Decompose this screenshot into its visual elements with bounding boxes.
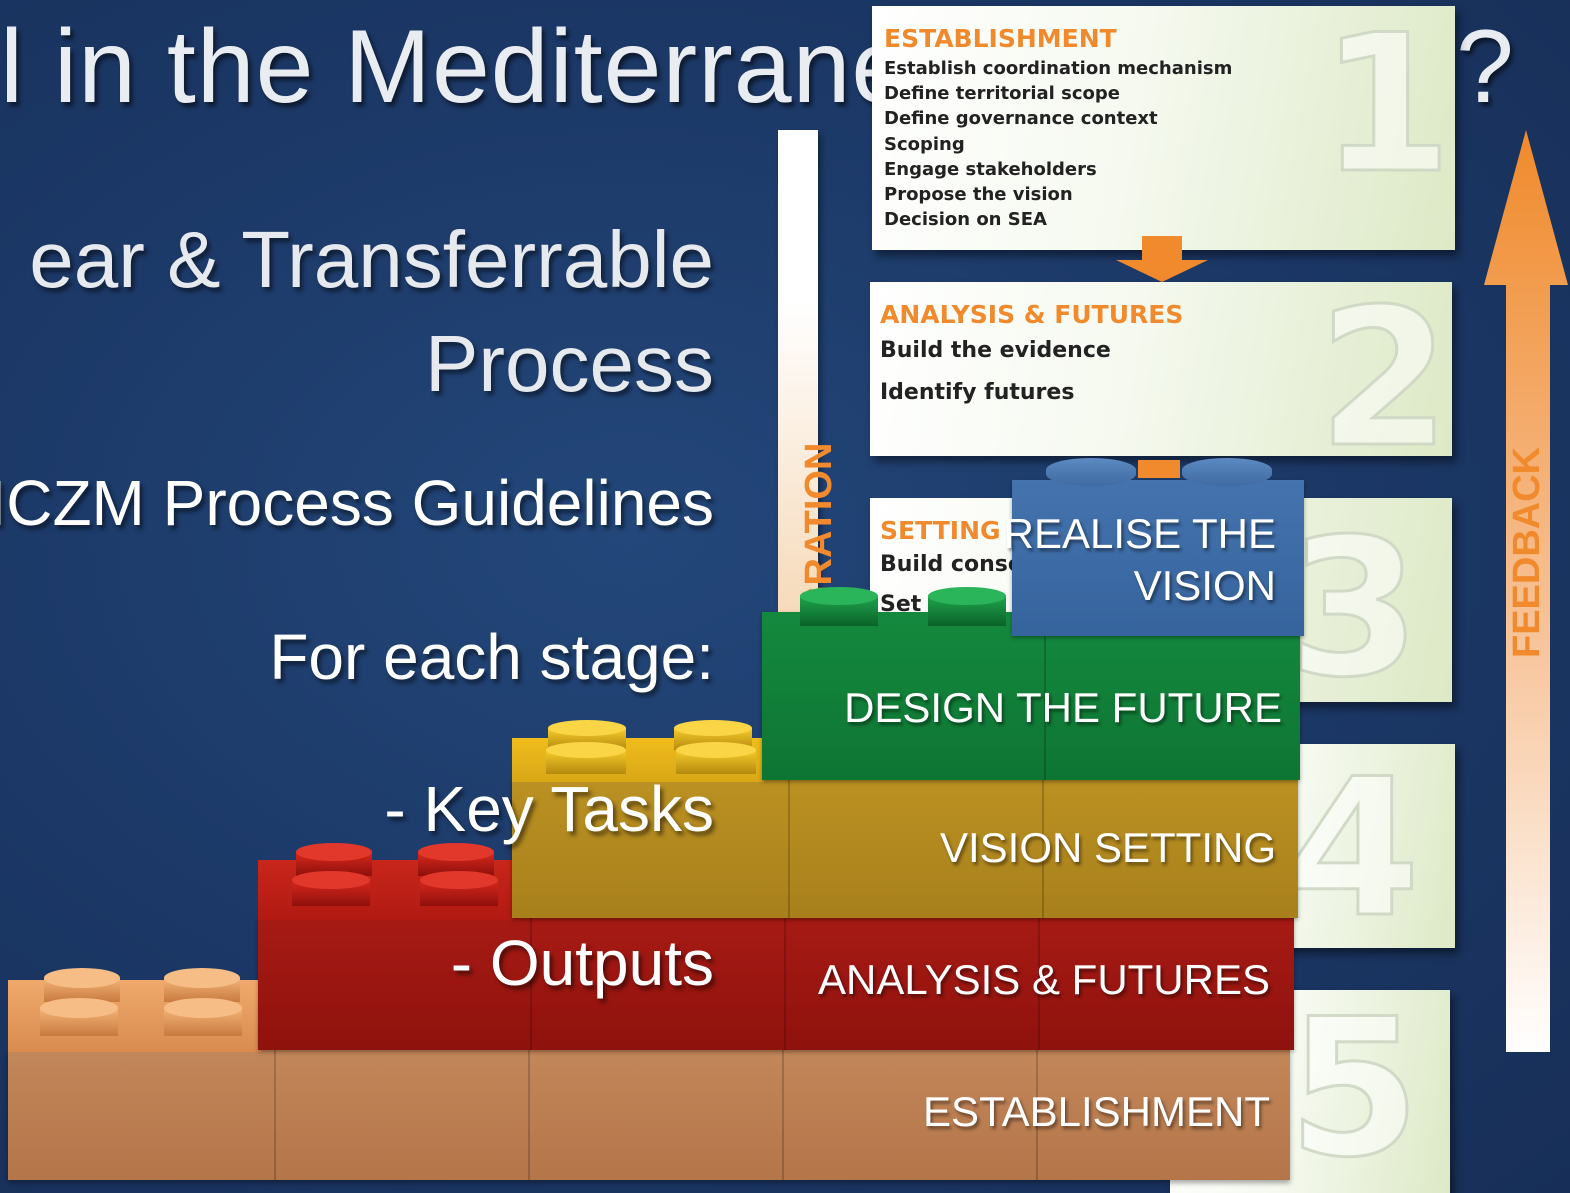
stage-number-4: 4 xyxy=(1286,744,1421,948)
down-arrow-icon xyxy=(1116,236,1208,282)
up-arrow-icon xyxy=(1484,130,1568,1052)
card-title: ANALYSIS & FUTURES xyxy=(880,300,1184,329)
brick-label: ESTABLISHMENT xyxy=(923,1088,1270,1135)
card-title: SETTING T xyxy=(880,516,1027,545)
card-item: Decision on SEA xyxy=(884,209,1047,231)
integration-bar: GRATION xyxy=(778,130,840,620)
subtitle-line-1: ear & Transferrable xyxy=(29,215,714,304)
brick-stud-accent xyxy=(1138,460,1180,478)
outputs-text: - Outputs xyxy=(450,927,714,999)
key-tasks-text: - Key Tasks xyxy=(384,773,714,845)
card-item: Establish coordination mechanism xyxy=(884,58,1233,79)
brick-vision-setting: VISION SETTING xyxy=(512,778,1298,918)
card-item: Define territorial scope xyxy=(884,83,1120,105)
yellow-studs xyxy=(546,720,756,774)
card-item: Build the evidence xyxy=(880,338,1111,363)
brick-label: DESIGN THE FUTURE xyxy=(844,684,1282,731)
brick-analysis: ANALYSIS & FUTURES xyxy=(258,918,1294,1050)
subtitle-line-2: Process xyxy=(425,319,714,408)
slide-title-end: ? xyxy=(1456,9,1514,125)
card-item: Build conse xyxy=(880,552,1023,577)
stage-number-1: 1 xyxy=(1318,6,1453,217)
card-item: Define governance context xyxy=(884,108,1158,130)
green-studs xyxy=(800,587,1006,626)
brick-label-line-1: REALISE THE xyxy=(1003,510,1276,557)
stage-card-establishment: 1 ESTABLISHMENT Establish coordination m… xyxy=(872,6,1455,250)
brick-stud xyxy=(1182,458,1272,486)
brick-stud xyxy=(1046,458,1136,486)
stage-number-2: 2 xyxy=(1316,282,1451,456)
brick-label: VISION SETTING xyxy=(939,824,1276,871)
for-each-stage-text: For each stage: xyxy=(269,621,714,693)
brick-design-future: DESIGN THE FUTURE xyxy=(762,612,1300,780)
brick-realise-vision: REALISE THE VISION xyxy=(1004,480,1304,636)
orange-studs xyxy=(40,968,242,1036)
stage-number-3: 3 xyxy=(1286,498,1421,702)
brick-establishment: ESTABLISHMENT xyxy=(8,1050,1290,1180)
card-title: ESTABLISHMENT xyxy=(884,24,1117,53)
brick-label-line-2: VISION xyxy=(1133,562,1276,609)
slide-title: l in the Mediterrane xyxy=(0,9,911,125)
card-item: Scoping xyxy=(884,133,965,155)
card-item: Engage stakeholders xyxy=(884,158,1097,180)
feedback-arrow: FEEDBACK xyxy=(1480,130,1570,1055)
brick-label: ANALYSIS & FUTURES xyxy=(818,956,1270,1003)
card-item: Propose the vision xyxy=(884,184,1073,206)
guidelines-text: ICZM Process Guidelines xyxy=(0,467,714,539)
stage-card-analysis: 2 ANALYSIS & FUTURES Build the evidence … xyxy=(870,282,1452,456)
red-studs xyxy=(292,843,498,906)
card-item: Identify futures xyxy=(880,380,1075,405)
stage-number-5: 5 xyxy=(1286,990,1421,1193)
